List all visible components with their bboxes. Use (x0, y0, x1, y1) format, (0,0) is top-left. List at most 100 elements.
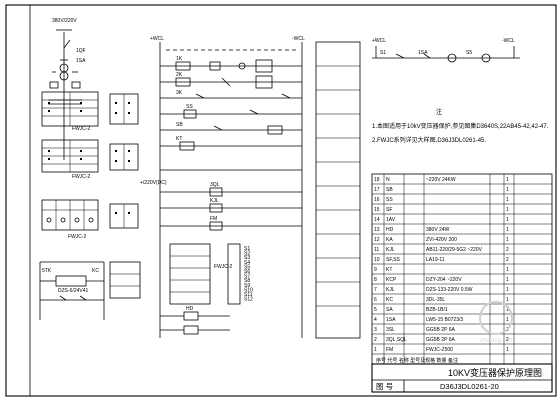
code-kjl: KJL (210, 198, 219, 204)
drawing-number: D36J3DL0261-20 (440, 382, 499, 391)
table-cell: 1 (506, 267, 509, 273)
rt-code-1: +WCL (372, 38, 386, 44)
table-cell: DZS-133-220V 0.5W (426, 287, 473, 293)
control-bus-plus: +WCL (150, 36, 164, 42)
switch-code: 1QF (76, 48, 86, 54)
table-cell: 2 (506, 247, 509, 253)
notes-line-1: 1.本图适用于10kV变压器保护,参见图集D3640S,22AB45-42,42… (372, 122, 549, 130)
notes-header: 注 (436, 108, 442, 116)
relay-a-label: FWJC-2 (72, 126, 91, 132)
table-cell: KT (386, 267, 392, 273)
code-1k: 1K (176, 56, 183, 62)
table-cell: 5 (374, 307, 377, 313)
rt-code-3: S1 (380, 50, 386, 56)
relay-box-c: FWJC-2 (41, 199, 99, 240)
table-cell: 2 (374, 337, 377, 343)
center-relay-label: FWJC-2 (214, 264, 233, 270)
terminal-code: S6 (244, 269, 250, 275)
table-cell: 1 (506, 207, 509, 213)
terminal-code: S11 (244, 292, 253, 298)
table-cell: 1AV (386, 217, 396, 223)
table-cell: 3QL,SQL (386, 337, 407, 343)
terminal-code: S9 (244, 283, 250, 289)
code-fm: FM (210, 216, 217, 222)
table-cell: 16 (374, 197, 380, 203)
table-cell: 1 (506, 307, 509, 313)
table-cell: 6 (374, 297, 377, 303)
drawing-frame (5, 4, 557, 397)
terminal-code: S5 (244, 264, 250, 270)
aux-label-3: DZS-6/24V41 (58, 288, 89, 294)
switch-code: 1SA (76, 58, 86, 64)
table-cell: 1SA (386, 317, 396, 323)
table-cell: 1 (506, 277, 509, 283)
table-cell: KCP (386, 277, 397, 283)
watermark: zhulong.com (479, 301, 514, 344)
rt-code-5: S5 (466, 50, 472, 56)
terminal-code: S8 (244, 278, 250, 284)
table-cell: 2 (506, 337, 509, 343)
terminal-code: S2 (244, 251, 250, 257)
notes-block: 注 1.本图适用于10kV变压器保护,参见图集D3640S,22AB45-42,… (372, 108, 549, 144)
description-column (315, 41, 361, 339)
table-cell: 8 (374, 277, 377, 283)
table-cell: SF (386, 207, 392, 213)
relay-b-label: FWJC-2 (72, 174, 91, 180)
table-cell: SB (386, 187, 393, 193)
table-cell: SF,SS (386, 257, 401, 263)
terminal-code: S7 (244, 274, 250, 280)
table-cell: 12 (374, 237, 380, 243)
terminal-code: S10 (244, 287, 253, 293)
table-cell: 1 (506, 177, 509, 183)
table-cell: SA (386, 307, 393, 313)
title-block: 10KV变压器保护原理图 图 号 D36J3DL0261-20 (371, 363, 553, 393)
terminal-code: S12 (244, 297, 253, 303)
table-cell: ~220V 24KW (426, 177, 456, 183)
center-voltage: +/220V(DC) (140, 180, 167, 186)
code-3k: 3K (176, 90, 183, 96)
table-cell: 13 (374, 227, 380, 233)
incoming-feeder: 380V/220V (48, 18, 82, 160)
table-cell: AB11-220/29-5G2 ~220V (426, 247, 483, 253)
table-cell: 1 (374, 347, 377, 353)
code-ss: SS (186, 104, 193, 110)
table-cell: 1 (506, 317, 509, 323)
terminal-code: S3 (244, 255, 250, 261)
table-cell: LW5-15 B0723/3 (426, 317, 463, 323)
table-cell: ZVI-420V 200 (426, 237, 457, 243)
left-aux-circuit: 5TK KC DZS-6/24V41 (39, 261, 105, 320)
code-hd: HD (186, 306, 194, 312)
table-footer: 序号 代号 名称 型号及规格 数量 备注 (376, 357, 458, 364)
table-cell: 1 (506, 217, 509, 223)
table-cell: DZY-204 ~220V (426, 277, 462, 283)
table-cell: LA19-11 (426, 257, 445, 263)
drawing-number-label: 图 号 (376, 382, 393, 391)
table-cell: KA (386, 237, 393, 243)
table-cell: 1 (506, 197, 509, 203)
table-cell: KC (386, 297, 393, 303)
table-cell: 3SL (386, 327, 395, 333)
table-cell: 1 (506, 227, 509, 233)
rt-code-4: 1SA (418, 50, 428, 56)
watermark-text: zhulong.com (480, 338, 514, 344)
table-cell: 1 (506, 297, 509, 303)
aux-label-2: KC (92, 268, 99, 274)
table-cell: 2 (506, 257, 509, 263)
feeder-single-line: +WCL -WCL S1 1SA S5 (372, 38, 520, 63)
notes-line-2: 2.FWJC系列详见大样图,D36J3DL0261-45. (372, 136, 486, 144)
table-cell: 1 (506, 287, 509, 293)
aux-label-1: 5TK (42, 268, 52, 274)
rt-code-2: -WCL (502, 38, 515, 44)
table-cell: 11 (374, 247, 379, 253)
table-cell: 1 (506, 237, 509, 243)
table-cell: GG5B 2P 6A (426, 337, 455, 343)
relay-box-a: FWJC-2 (41, 91, 99, 132)
table-cell: 1 (506, 347, 509, 353)
relay-box-b: FWJC-2 (41, 139, 99, 180)
bus-label: 380V/220V (52, 18, 77, 24)
terminal-code: S4 (244, 260, 250, 266)
table-cell: 14 (374, 217, 380, 223)
left-lower-box (109, 261, 141, 299)
table-cell: HD (386, 227, 394, 233)
